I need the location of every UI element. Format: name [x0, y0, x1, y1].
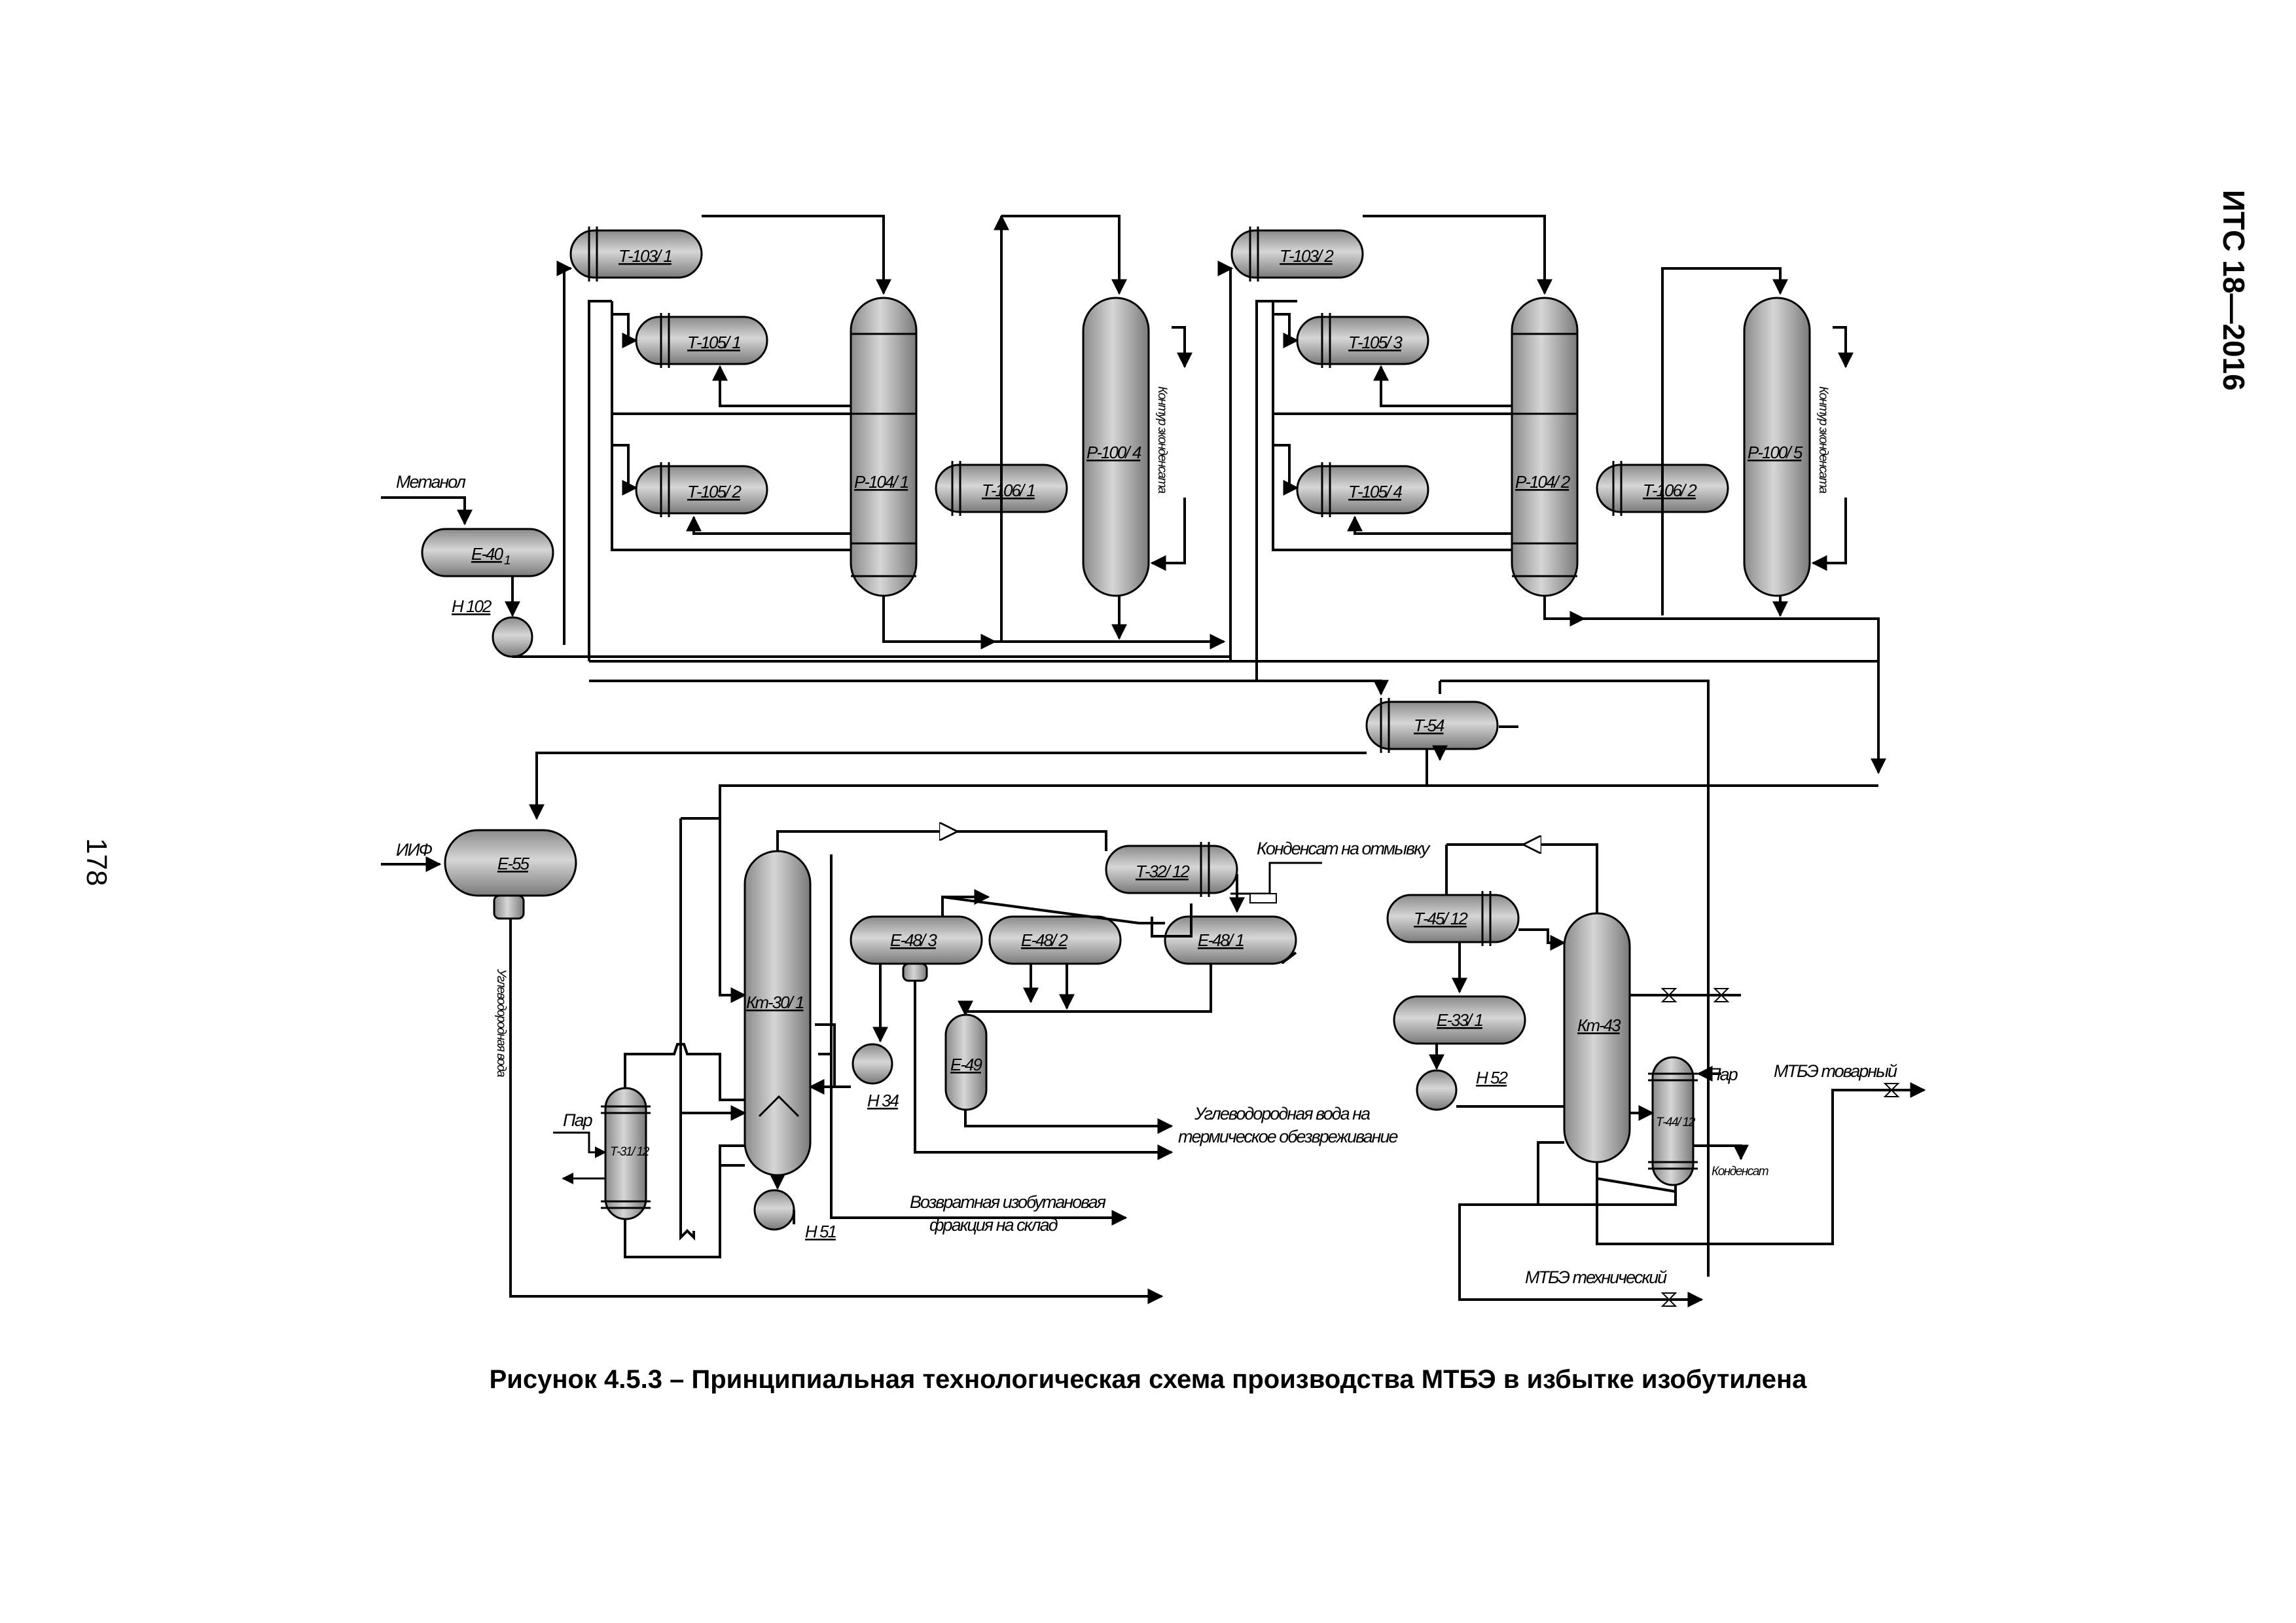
reactor-r100-5: Р-100/ 5 Контур зконденсата [1743, 297, 1830, 597]
label-hc-water-thermal-2: термическое обезвреживание [1178, 1127, 1398, 1146]
label-t44-12: Т-44/ 12 [1656, 1116, 1696, 1129]
label-t106-1: Т-106/ 1 [982, 481, 1035, 500]
pump-h34: Н 34 [852, 1043, 900, 1110]
label-iif: ИИФ [396, 840, 433, 860]
label-kt43: Кт-43 [1577, 1015, 1621, 1035]
label-h51: Н 51 [805, 1222, 836, 1241]
label-t103-1: Т-103/ 1 [619, 246, 672, 266]
label-e48-1: Е-48/ 1 [1198, 930, 1244, 950]
label-mtbe-technical: МТБЭ технический [1525, 1267, 1667, 1287]
label-h102: Н 102 [452, 596, 492, 616]
label-hydrocarbon-water: Углеводородная вода [494, 968, 508, 1077]
label-condensate-loop-1: Контур зконденсата [1155, 386, 1169, 494]
heat-exchanger-t44-12: Т-44/ 12 [1648, 1056, 1698, 1186]
label-condensate-to-wash: Конденсат на отмывку [1257, 839, 1431, 858]
label-r100-5: Р-100/ 5 [1748, 443, 1803, 462]
label-e40: Е-40 [471, 544, 503, 564]
label-r104-1: Р-104/ 1 [854, 472, 908, 492]
pump-h102: Н 102 [452, 596, 533, 658]
vessel-e40: Е-40 1 [421, 528, 554, 577]
heat-exchanger-t106-1: Т-106/ 1 [935, 461, 1068, 516]
label-r100-4: Р-100/ 4 [1086, 443, 1141, 462]
label-methanol: Метанол [396, 472, 466, 492]
label-mtbe-commercial: МТБЭ товарный [1774, 1061, 1897, 1081]
label-condensate: Конденсат [1712, 1165, 1768, 1178]
heat-exchanger-t105-1: Т-105/ 1 [635, 313, 768, 368]
heat-exchanger-t45-12: Т-45/ 12 [1386, 891, 1520, 946]
heat-exchanger-t105-2: Т-105/ 2 [635, 462, 768, 517]
label-steam-1: Пар [563, 1110, 593, 1130]
reactor-r104-1: Р-104/ 1 [850, 297, 918, 597]
vessel-e48-3: Е-48/ 3 [850, 915, 983, 982]
pump-h52: Н 52 [1416, 1068, 1509, 1111]
label-t105-2: Т-105/ 2 [687, 482, 742, 501]
label-e49: Е-49 [950, 1055, 982, 1074]
label-e48-2: Е-48/ 2 [1021, 930, 1068, 950]
label-e48-3: Е-48/ 3 [890, 930, 937, 950]
condensate-wash-line [1230, 862, 1322, 895]
vessel-e48-2: Е-48/ 2 [988, 915, 1122, 965]
heat-exchanger-t103-2: Т-103/ 2 [1230, 227, 1364, 282]
reactor-r100-4: Р-100/ 4 Контур зконденсата [1082, 297, 1169, 597]
label-e55: Е-55 [497, 854, 529, 873]
vessel-e49: Е-49 [944, 1013, 988, 1111]
label-t105-4: Т-105/ 4 [1348, 482, 1402, 501]
hc-water-line [509, 919, 1164, 1304]
label-h52: Н 52 [1476, 1068, 1508, 1087]
steam-line-1 [553, 1131, 607, 1158]
label-t45-12: Т-45/ 12 [1414, 909, 1468, 928]
label-t31-12: Т-31/ 12 [610, 1145, 650, 1159]
label-e33-1: Е-33/ 1 [1437, 1010, 1482, 1030]
label-r104-2: Р-104/ 2 [1515, 472, 1571, 492]
pipework-bottom-right [1429, 681, 1926, 1307]
label-return-ib-1: Возвратная изобутановая [910, 1192, 1106, 1212]
figure-caption: Рисунок 4.5.3 – Принципиальная технологи… [489, 1365, 1807, 1394]
column-kt43: Кт-43 [1563, 912, 1631, 1163]
heat-exchanger-t31-12: Т-31/ 12 [601, 1087, 651, 1220]
heat-exchanger-t105-3: Т-105/ 3 [1296, 313, 1429, 368]
control-valve-2 [1713, 988, 1730, 1002]
vessel-e33-1: Е-33/ 1 [1393, 995, 1526, 1045]
heat-exchanger-t103-1: Т-103/ 1 [569, 227, 703, 282]
pipework-bottom-left [624, 818, 1297, 1258]
label-hc-water-thermal-1: Углеводородная вода на [1194, 1104, 1371, 1123]
vessel-e55: Е-55 [444, 829, 577, 920]
control-valve-1 [1660, 988, 1677, 1002]
reactor-r104-2: Р-104/ 2 [1511, 297, 1579, 597]
label-t54: Т-54 [1414, 716, 1444, 735]
column-kt30-1: Кт-30/ 1 [744, 850, 812, 1176]
label-t105-3: Т-105/ 3 [1348, 333, 1403, 352]
flow-orifice [1249, 893, 1277, 903]
pump-h51: Н 51 [753, 1189, 837, 1241]
label-t106-2: Т-106/ 2 [1643, 481, 1697, 500]
control-valve-4 [1660, 1292, 1677, 1307]
heat-exchanger-t105-4: Т-105/ 4 [1296, 462, 1429, 517]
label-t32-12: Т-32/ 12 [1136, 862, 1190, 881]
label-kt30-1: Кт-30/ 1 [746, 993, 804, 1012]
vessel-e48-1: Е-48/ 1 [1164, 915, 1297, 965]
label-condensate-loop-2: Контур зконденсата [1816, 386, 1830, 494]
label-t103-2: Т-103/ 2 [1280, 246, 1334, 266]
label-h34: Н 34 [867, 1091, 899, 1110]
label-t105-1: Т-105/ 1 [687, 333, 740, 352]
label-e40-subscript: 1 [504, 554, 510, 568]
control-valve-3 [1883, 1083, 1900, 1097]
heat-exchanger-t54: Т-54 [1365, 698, 1499, 753]
heat-exchanger-t32-12: Т-32/ 12 [1105, 842, 1238, 897]
